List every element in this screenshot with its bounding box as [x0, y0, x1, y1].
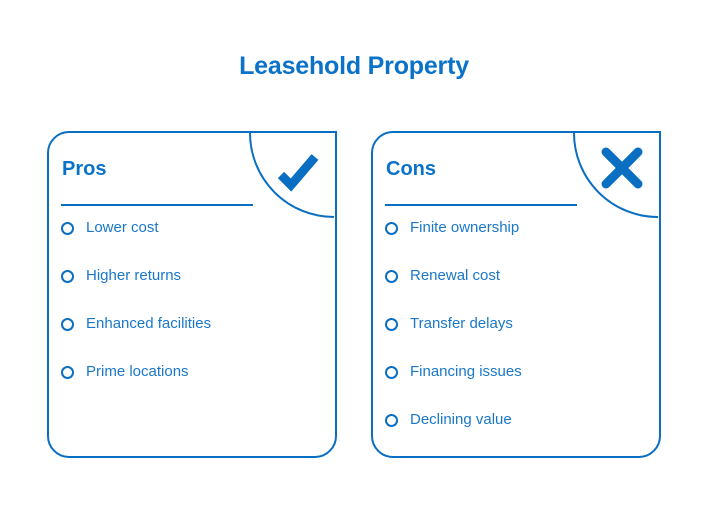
- circle-bullet-icon: [61, 366, 74, 379]
- checkmark-icon: [249, 133, 335, 218]
- circle-bullet-icon: [385, 318, 398, 331]
- list-item: Prime locations: [61, 364, 211, 412]
- item-label: Finite ownership: [410, 219, 520, 236]
- item-label: Transfer delays: [410, 315, 513, 332]
- list-item: Renewal cost: [385, 268, 522, 316]
- circle-bullet-icon: [385, 270, 398, 283]
- item-label: Financing issues: [410, 363, 522, 380]
- item-label: Enhanced facilities: [86, 315, 212, 332]
- page-title: Leasehold Property: [239, 52, 469, 80]
- circle-bullet-icon: [61, 270, 74, 283]
- x-mark-icon: [573, 133, 659, 218]
- circle-bullet-icon: [385, 222, 398, 235]
- item-label: Declining value: [410, 411, 512, 428]
- pros-list: Lower cost Higher returns Enhanced facil…: [61, 220, 211, 412]
- list-item: Lower cost: [61, 220, 211, 268]
- item-label: Renewal cost: [410, 267, 501, 284]
- pros-heading: Pros: [62, 158, 107, 180]
- circle-bullet-icon: [385, 414, 398, 427]
- cons-card: Cons Finite ownership Renewal cost Trans…: [371, 131, 661, 458]
- item-label: Lower cost: [86, 219, 159, 236]
- pros-card: Pros Lower cost Higher returns Enhanced …: [47, 131, 337, 458]
- item-label: Higher returns: [86, 267, 182, 284]
- divider: [385, 204, 577, 206]
- item-label: Prime locations: [86, 363, 189, 380]
- cons-heading: Cons: [386, 158, 436, 180]
- circle-bullet-icon: [61, 318, 74, 331]
- list-item: Declining value: [385, 411, 522, 456]
- cons-list: Finite ownership Renewal cost Transfer d…: [385, 220, 522, 456]
- list-item: Finite ownership: [385, 220, 522, 268]
- circle-bullet-icon: [385, 366, 398, 379]
- list-item: Enhanced facilities: [61, 316, 211, 364]
- list-item: Transfer delays: [385, 316, 522, 364]
- list-item: Higher returns: [61, 268, 211, 316]
- circle-bullet-icon: [61, 222, 74, 235]
- list-item: Financing issues: [385, 364, 522, 412]
- divider: [61, 204, 253, 206]
